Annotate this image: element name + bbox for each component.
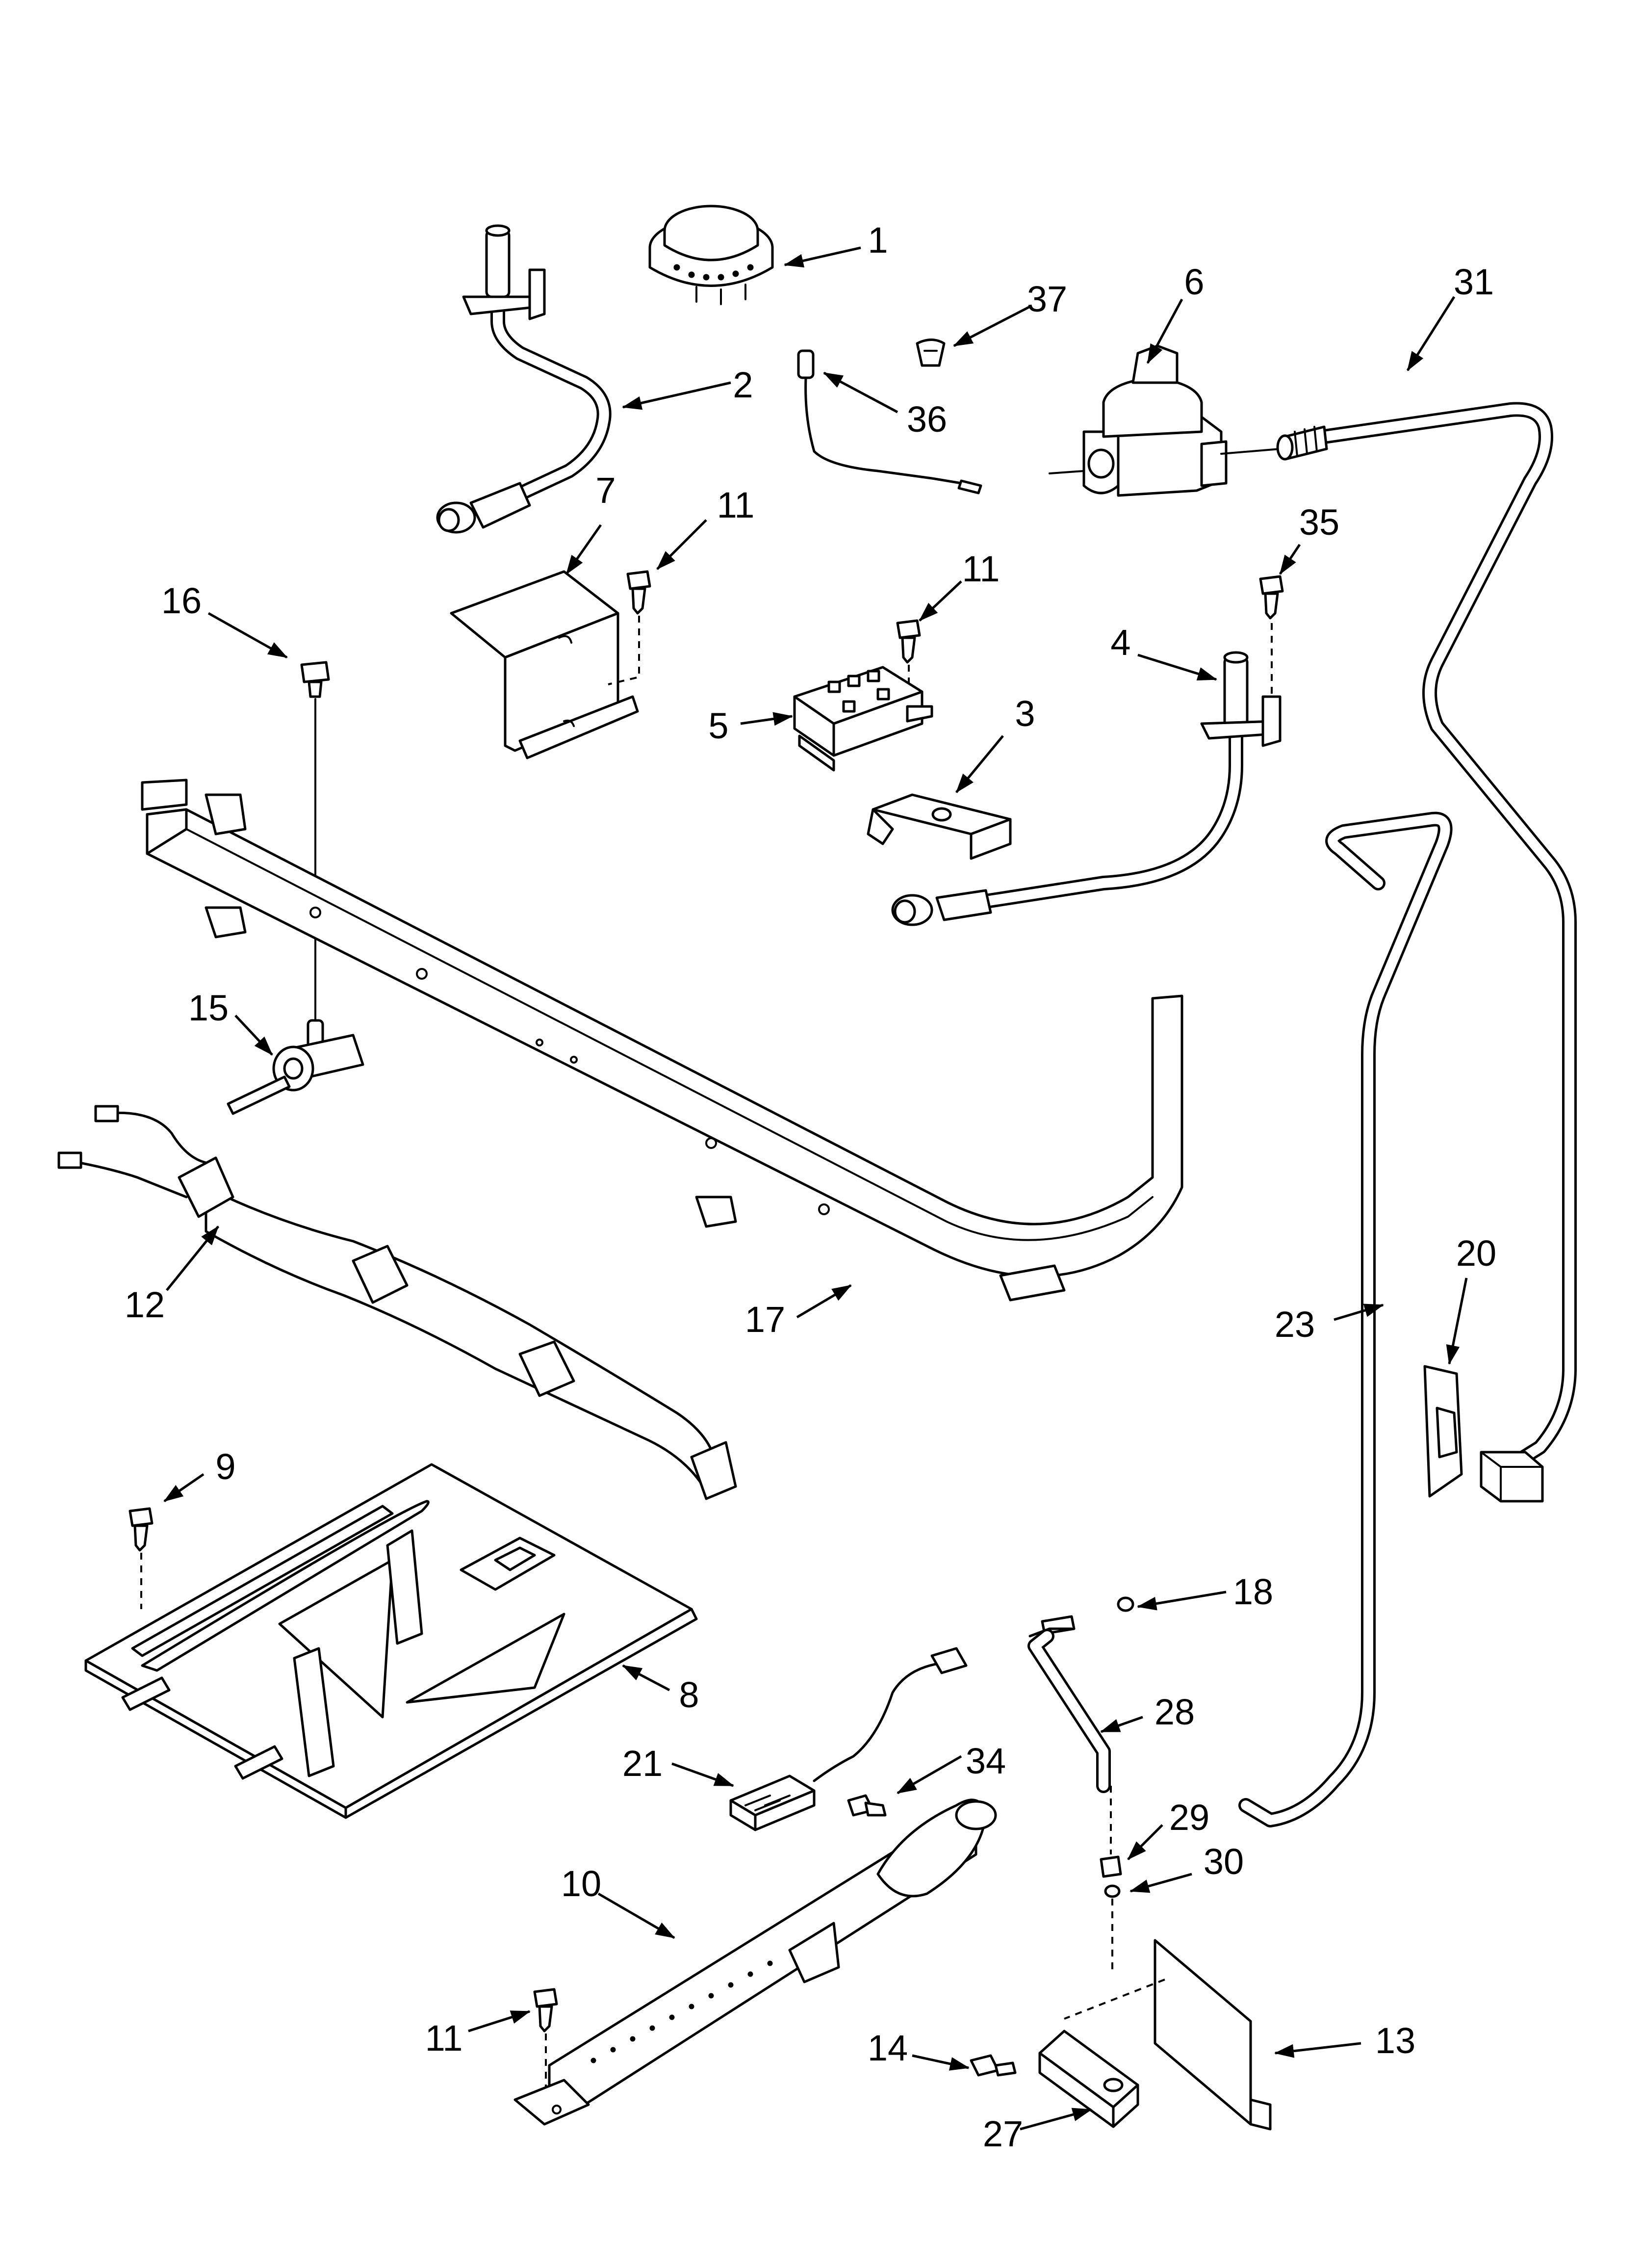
callout-labels: 1 2 3 4 5 6 7 8 9 10 11 11 11 12 13 14 1… bbox=[125, 220, 1496, 2154]
part-16-bolt bbox=[300, 661, 330, 1012]
part-11-screw-c bbox=[533, 1988, 558, 2110]
callout-2: 2 bbox=[733, 365, 753, 405]
callout-17: 17 bbox=[745, 1299, 785, 1340]
part-37-clip bbox=[916, 339, 946, 367]
part-20-bracket bbox=[1423, 1365, 1463, 1498]
part-5-spark-module bbox=[793, 666, 933, 772]
part-18-nut bbox=[1117, 1596, 1134, 1612]
callout-29: 29 bbox=[1169, 1797, 1209, 1838]
part-6-regulator bbox=[1049, 344, 1281, 497]
part-13-shield bbox=[1064, 1939, 1272, 2131]
callout-12: 12 bbox=[125, 1284, 165, 1325]
part-12-wire-harness bbox=[57, 1105, 737, 1500]
part-23-tube bbox=[1238, 811, 1453, 1827]
callout-36: 36 bbox=[907, 399, 947, 440]
callout-34: 34 bbox=[966, 1741, 1006, 1781]
callout-6: 6 bbox=[1184, 261, 1204, 302]
callout-20: 20 bbox=[1456, 1233, 1496, 1274]
callout-11-c: 11 bbox=[425, 2018, 463, 2059]
callout-23: 23 bbox=[1275, 1304, 1315, 1345]
callout-8: 8 bbox=[679, 1674, 699, 1715]
part-34-screw bbox=[847, 1794, 887, 1817]
callout-13: 13 bbox=[1375, 2020, 1415, 2061]
part-8-base-pan bbox=[84, 1463, 698, 1819]
callout-leaders bbox=[163, 246, 1468, 2131]
part-4-orifice-tube bbox=[891, 651, 1282, 926]
callout-16: 16 bbox=[161, 580, 202, 621]
part-28-tube bbox=[1027, 1615, 1112, 1854]
callout-11-a: 11 bbox=[717, 485, 755, 525]
part-27-bracket bbox=[1038, 2030, 1139, 2128]
callout-7: 7 bbox=[595, 470, 616, 511]
callout-21: 21 bbox=[622, 1743, 663, 1784]
callout-28: 28 bbox=[1155, 1692, 1195, 1732]
callout-1: 1 bbox=[868, 220, 888, 261]
part-14-screw bbox=[970, 2054, 1017, 2077]
part-29-nut bbox=[1100, 1855, 1122, 1878]
callout-5: 5 bbox=[708, 705, 728, 746]
part-10-burner-tube bbox=[513, 1799, 997, 2126]
callout-11-b: 11 bbox=[962, 548, 1000, 589]
callout-3: 3 bbox=[1015, 693, 1035, 734]
callout-18: 18 bbox=[1233, 1571, 1273, 1612]
part-11-screw-b bbox=[896, 619, 921, 706]
part-15-valve bbox=[227, 1010, 364, 1115]
callout-10: 10 bbox=[561, 1863, 601, 1904]
part-7-bracket bbox=[450, 570, 639, 759]
callout-14: 14 bbox=[868, 2028, 908, 2068]
callout-31: 31 bbox=[1454, 261, 1494, 302]
part-17-manifold-rail bbox=[141, 779, 1183, 1302]
callout-9: 9 bbox=[215, 1446, 235, 1487]
part-36-electrode bbox=[797, 349, 982, 495]
part-2-orifice-tube bbox=[436, 224, 612, 534]
part-1-burner-cap bbox=[648, 205, 774, 305]
part-11-screw-a bbox=[608, 570, 651, 685]
part-31-manifold-tube bbox=[1276, 402, 1577, 1503]
callout-27: 27 bbox=[983, 2113, 1023, 2154]
callout-15: 15 bbox=[188, 988, 229, 1028]
callout-35: 35 bbox=[1299, 502, 1339, 543]
part-3-bracket bbox=[867, 793, 1012, 860]
part-35-screw bbox=[1259, 575, 1284, 736]
part-30-ferrule bbox=[1104, 1884, 1121, 1972]
part-21-igniter bbox=[729, 1647, 968, 1831]
callout-30: 30 bbox=[1204, 1841, 1244, 1882]
part-9-screw bbox=[128, 1507, 154, 1609]
callout-4: 4 bbox=[1110, 622, 1130, 663]
callout-37: 37 bbox=[1027, 279, 1067, 319]
